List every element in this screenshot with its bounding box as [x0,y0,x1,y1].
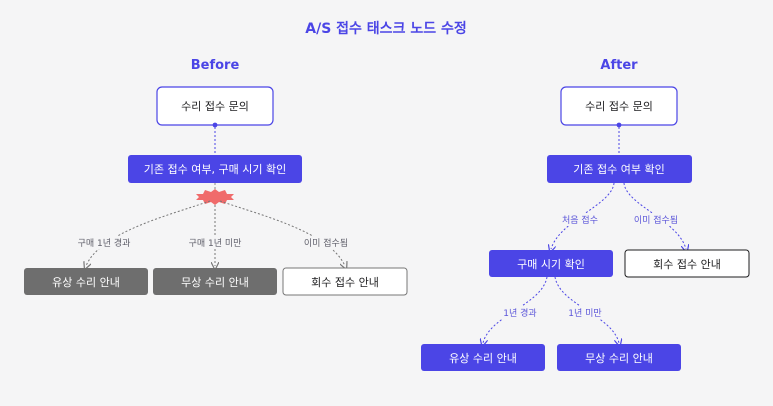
before-edge-label-right: 이미 접수됨 [304,237,348,249]
before-root-port [212,122,218,128]
after-heading: After [600,58,638,73]
before-check-node[interactable]: 기존 접수 여부, 구매 시기 확인 [128,155,302,183]
after-edge-under-year [554,276,619,343]
after-check-label: 기존 접수 여부 확인 [573,163,664,176]
before-root-node[interactable]: 수리 접수 문의 [156,86,274,126]
before-edge-label-bg-middle [188,236,242,249]
before-root-label: 수리 접수 문의 [181,100,249,113]
after-edge-label-under-year: 1년 미만 [568,308,601,319]
before-edge-label-left: 구매 1년 경과 [78,237,131,249]
after-edge-label-over-year: 1년 경과 [503,307,536,319]
after-edge-label-first: 처음 접수 [562,214,598,226]
before-leaf-free[interactable]: 무상 수리 안내 [153,268,277,295]
after-panel: After 수리 접수 문의 기존 접수 여부 확인 처음 접수 이미 접수됨 … [421,58,750,371]
before-check-label: 기존 접수 여부, 구매 시기 확인 [144,163,286,176]
after-edge-over-year [483,276,548,343]
after-mid-side-node[interactable]: 회수 접수 안내 [624,249,750,278]
before-edge-label-bg-right [303,236,349,249]
after-root-node[interactable]: 수리 접수 문의 [560,86,678,126]
before-leaf-recall-label: 회수 접수 안내 [311,276,379,289]
after-mid-node[interactable]: 구매 시기 확인 [489,250,613,277]
after-edge-label-existing: 이미 접수됨 [634,214,678,226]
after-leaf-paid[interactable]: 유상 수리 안내 [421,344,545,371]
after-leaf-free-label: 무상 수리 안내 [585,352,653,365]
after-edge-label-bg-over [500,306,540,319]
before-panel: Before 수리 접수 문의 기존 접수 여부, 구매 시기 확인 구매 1년… [24,58,408,296]
before-edge-left [86,200,211,266]
before-leaf-paid[interactable]: 유상 수리 안내 [24,268,148,295]
after-leaf-free[interactable]: 무상 수리 안내 [557,344,681,371]
after-mid-label: 구매 시기 확인 [517,258,585,271]
before-leaf-recall[interactable]: 회수 접수 안내 [282,267,408,296]
before-edge-right [219,200,345,266]
after-mid-side-label: 회수 접수 안내 [653,258,721,271]
before-leaf-free-label: 무상 수리 안내 [181,276,249,289]
after-edge-label-bg-under [565,306,605,319]
before-leaf-paid-label: 유상 수리 안내 [52,276,120,289]
before-heading: Before [191,58,240,73]
after-root-port [616,122,622,128]
after-edge-label-bg-first [559,213,601,226]
after-leaf-paid-label: 유상 수리 안내 [449,352,517,365]
error-burst-icon [196,189,234,205]
before-edge-label-bg-left [78,236,132,249]
after-edge-label-bg-existing [631,213,681,226]
after-check-node[interactable]: 기존 접수 여부 확인 [547,155,692,183]
before-edge-label-middle: 구매 1년 미만 [189,238,242,249]
page-title: A/S 접수 태스크 노드 수정 [305,20,466,37]
after-root-label: 수리 접수 문의 [585,100,653,113]
